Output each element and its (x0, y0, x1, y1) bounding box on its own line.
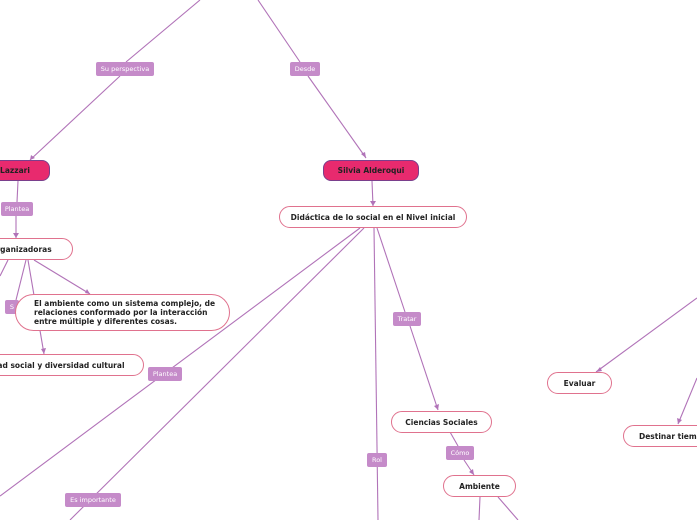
node-didactica[interactable]: Didáctica de lo social en el Nivel inici… (279, 206, 467, 228)
label-rol[interactable]: Rol (367, 453, 387, 467)
edge-ambiente-down1 (478, 496, 481, 520)
arrowhead-ambiente (469, 469, 474, 475)
edge-right-destinar (677, 377, 697, 425)
edge-didactica-es-importante (69, 227, 365, 520)
label-es-importante[interactable]: Es importante (65, 493, 121, 507)
edge-didactica-plantea (0, 227, 361, 497)
edge-root-desde (257, 0, 301, 63)
node-lazzari[interactable]: Lazzari (0, 160, 50, 181)
edge-lazzari-plantea (16, 180, 19, 203)
edge-organizadoras-ambiente (33, 259, 91, 295)
node-ciencias-sociales[interactable]: Ciencias Sociales (391, 411, 492, 433)
node-diversidad[interactable]: idad social y diversidad cultural (0, 354, 144, 376)
arrowhead-diversidad (41, 348, 46, 354)
edge-organizadoras-left (0, 259, 9, 277)
arrowhead-ambiente-complejo (85, 289, 90, 294)
edge-ciencias-como (449, 431, 459, 447)
node-organizadoras[interactable]: organizadoras (0, 238, 73, 260)
arrowhead-lazzari (30, 155, 35, 160)
node-ambiente[interactable]: Ambiente (443, 475, 516, 497)
arrowhead-silvia (361, 152, 366, 158)
node-destinar-tiempo[interactable]: Destinar tiemp (623, 425, 697, 447)
node-ambiente-complejo[interactable]: El ambiente como un sistema complejo, de… (15, 294, 230, 331)
label-su-perspectiva[interactable]: Su perspectiva (96, 62, 154, 76)
edge-organizadoras-s (15, 259, 27, 301)
edge-tratar-ciencias (409, 325, 439, 411)
node-evaluar[interactable]: Evaluar (547, 372, 612, 394)
edge-root-su-perspectiva (125, 0, 201, 63)
arrowhead-didactica (370, 201, 376, 206)
arrowhead-evaluar (596, 367, 602, 372)
edge-su-perspectiva-lazzari (29, 75, 121, 161)
edge-didactica-tratar (376, 227, 406, 313)
edge-didactica-rol (373, 227, 379, 520)
edge-ambiente-down2 (497, 496, 519, 520)
arrowhead-ciencias (434, 404, 439, 410)
label-plantea-lazzari[interactable]: Plantea (1, 202, 33, 216)
arrowhead-organizadoras (13, 233, 19, 238)
edge-desde-silvia (307, 75, 367, 159)
arrowhead-destinar (677, 418, 682, 424)
label-como[interactable]: Cómo (446, 446, 474, 460)
label-desde[interactable]: Desde (290, 62, 320, 76)
edge-right-evaluar (595, 297, 697, 373)
label-tratar[interactable]: Tratar (393, 312, 421, 326)
node-silvia-alderoqui[interactable]: Silvia Alderoqui (323, 160, 419, 181)
label-plantea-didactica[interactable]: Plantea (148, 367, 182, 381)
